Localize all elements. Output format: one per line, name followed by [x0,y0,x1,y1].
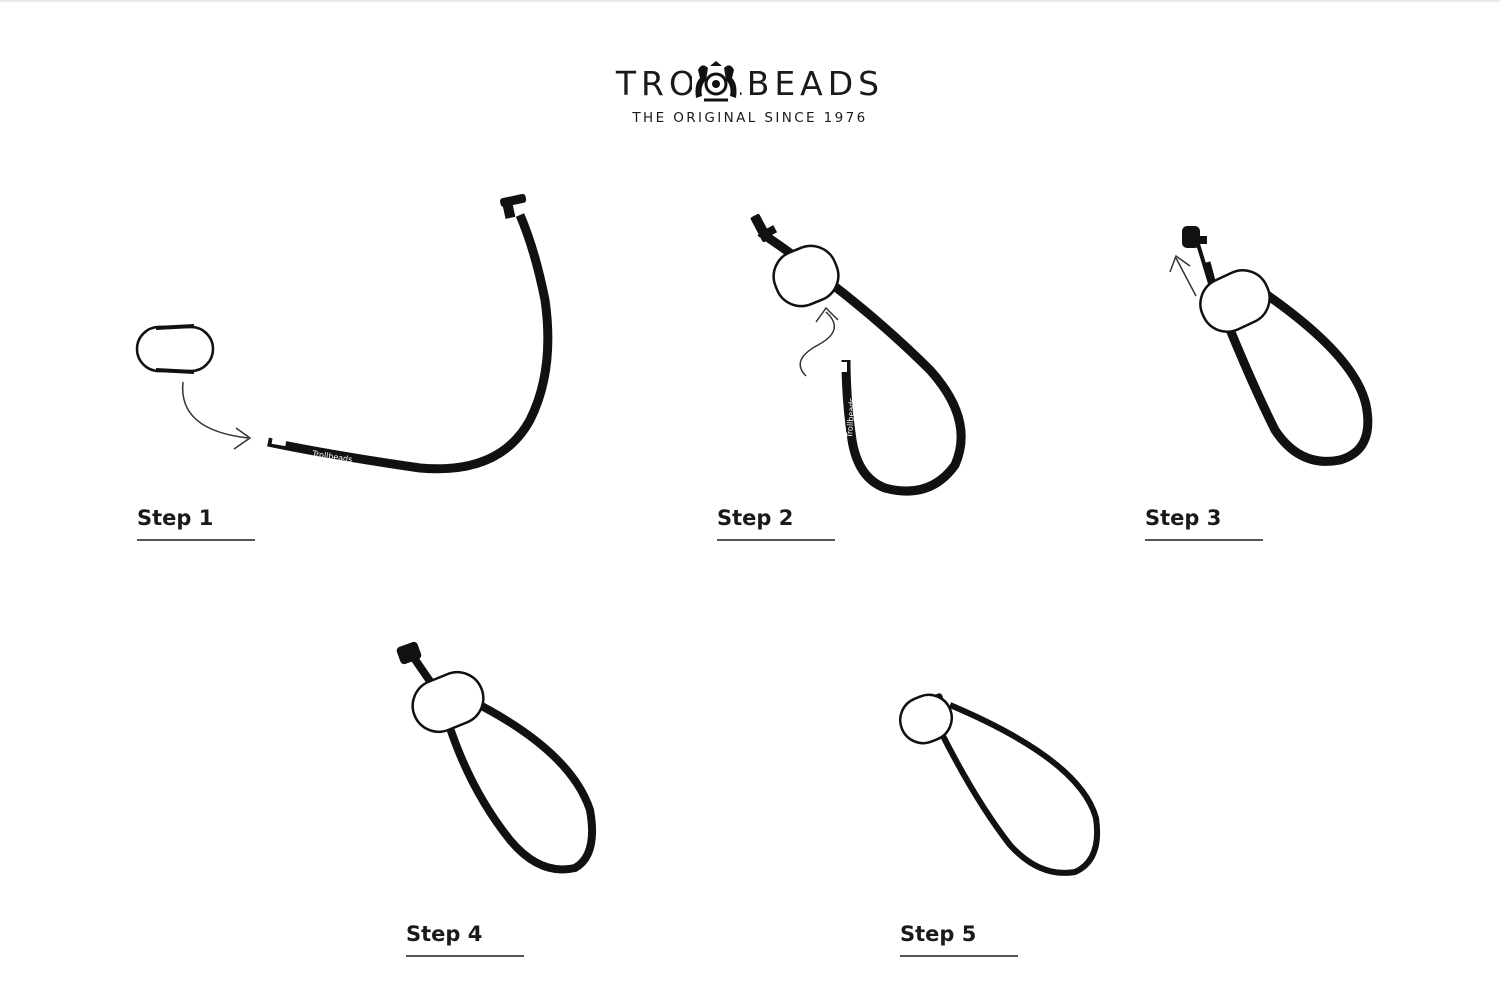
step4-illustration [396,641,597,874]
step-2-label: Step 2 [717,506,794,530]
step2-illustration: Trollbeads [750,213,966,496]
bracelet-icon [444,696,597,874]
bracelet-icon [937,702,1101,876]
bracelet-icon [267,213,553,474]
bead-icon [135,325,215,373]
step-1-underline [137,539,255,541]
bracelet-icon [1213,286,1373,466]
step-2-underline [717,539,835,541]
bead-icon [898,693,954,745]
bead-icon [411,671,485,733]
step-5: Step 5 [900,922,1030,962]
bead-icon [1199,269,1271,333]
step-3: Step 3 [1145,506,1275,546]
step-4-label: Step 4 [406,922,483,946]
bracelet-engraving: Trollbeads [845,397,857,439]
arrow-icon [799,311,835,377]
brand-wordmark: TROLLBEADS [615,64,885,103]
step5-illustration [898,693,1101,876]
bead-icon [772,244,840,308]
arrow-icon [1175,257,1197,297]
step-1: Step 1 [137,506,267,546]
brand-tagline: THE ORIGINAL SINCE 1976 [632,110,868,126]
bracelet-engraving: Trollbeads [311,449,353,464]
step1-illustration: Trollbeads [135,193,553,474]
arrow-icon [181,381,249,439]
crest-icon [692,60,740,104]
top-divider [0,0,1500,2]
step-2: Step 2 [717,506,847,546]
step-1-label: Step 1 [137,506,214,530]
step-3-underline [1145,539,1263,541]
brand-logo: TROLLBEADS THE ORIGINAL SINCE 1976 [560,58,940,138]
bracelet-icon [757,228,966,496]
step-5-label: Step 5 [900,922,977,946]
step-4: Step 4 [406,922,536,962]
step3-illustration [1169,226,1373,466]
step-3-label: Step 3 [1145,506,1222,530]
step-4-underline [406,955,524,957]
step-5-underline [900,955,1018,957]
